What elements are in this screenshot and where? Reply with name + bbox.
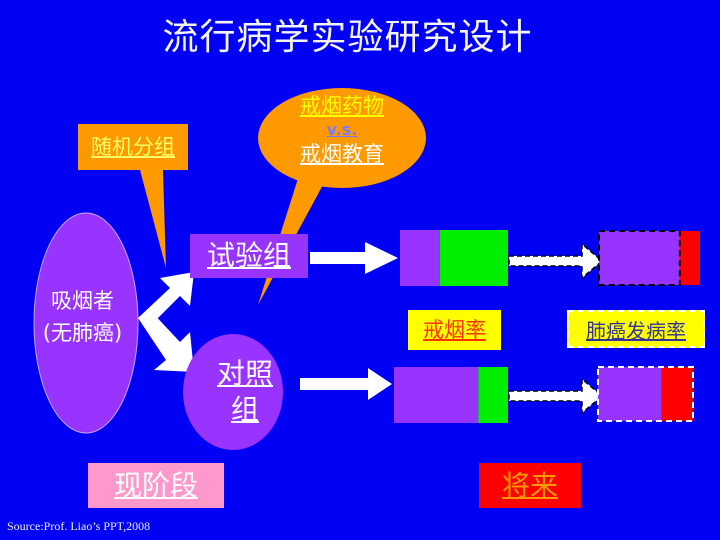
trial-cancer-bar-border: [598, 230, 681, 286]
control-label-line1: 对照: [216, 357, 273, 390]
control-cancer-bar-healthy: [598, 367, 662, 421]
trial-quit-bar-nonquit: [400, 230, 440, 286]
randomization-callout: 随机分组: [78, 124, 188, 170]
future-stage-label: 将来: [501, 469, 558, 502]
randomization-callout-tail: [140, 170, 166, 268]
control-quit-bar-nonquit: [394, 367, 479, 423]
intervention-drug-label: 戒烟药物: [300, 94, 384, 118]
quit-rate-label-box: 戒烟率: [408, 310, 501, 350]
quit-rate-label: 戒烟率: [423, 318, 486, 342]
smoker-population-label: 吸烟者 (无肺癌): [30, 285, 135, 349]
control-cancer-bar-cancer: [661, 367, 693, 421]
intervention-callout-text: 戒烟药物 v.s. 戒烟教育: [262, 92, 422, 168]
smoker-label-line2: (无肺癌): [42, 321, 123, 345]
control-group-circle: [183, 334, 283, 450]
lung-cancer-rate-label-box: 肺癌发病率: [567, 310, 705, 348]
trial-arrow-icon: [310, 242, 398, 274]
control-arrow-icon: [300, 368, 392, 400]
trial-future-arrow-icon: [508, 242, 604, 280]
lung-cancer-rate-label: 肺癌发病率: [586, 319, 686, 343]
source-citation: Source:Prof. Liao’s PPT,2008: [7, 519, 151, 533]
page-title: 流行病学实验研究设计: [162, 17, 533, 58]
trial-quit-bar-quit: [439, 230, 508, 286]
trial-group-box: 试验组: [190, 234, 308, 278]
trial-cancer-bar-healthy: [599, 231, 680, 285]
branch-arrow-down-icon: [138, 310, 194, 372]
present-stage-label: 现阶段: [113, 469, 198, 502]
trial-group-label: 试验组: [206, 239, 291, 272]
future-stage-box: 将来: [479, 463, 581, 508]
intervention-bubble: [258, 88, 426, 188]
control-group-label: 对照 组: [190, 356, 300, 428]
trial-cancer-bar-cancer: [679, 231, 700, 285]
smoker-label-line1: 吸烟者: [51, 289, 114, 313]
smoker-population-ellipse: [33, 212, 139, 434]
control-quit-bar-quit: [478, 367, 508, 423]
control-label-line2: 组: [230, 393, 259, 426]
control-cancer-bar-border: [597, 366, 694, 422]
control-future-arrow-icon: [508, 377, 604, 415]
intervention-education-label: 戒烟教育: [300, 142, 384, 166]
versus-label: v.s.: [326, 120, 358, 139]
present-stage-box: 现阶段: [88, 463, 224, 508]
